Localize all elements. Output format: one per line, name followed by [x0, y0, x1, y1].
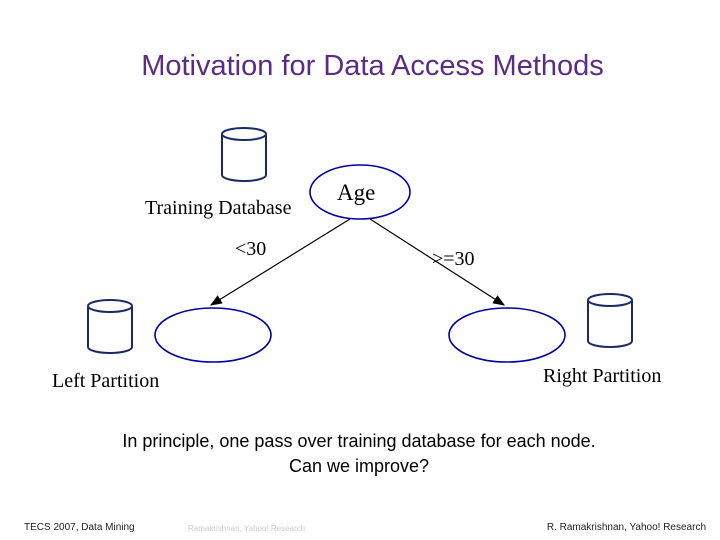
right-partition-label: Right Partition — [543, 365, 662, 387]
left-partition-database-icon — [87, 299, 133, 354]
body-line-2: Can we improve? — [288, 456, 430, 476]
left-child-node — [154, 307, 272, 363]
right-edge-arrow — [369, 218, 506, 306]
body-text: In principle, one pass over training dat… — [0, 429, 718, 479]
slide-title: Motivation for Data Access Methods — [141, 50, 604, 82]
right-edge-label: >=30 — [432, 248, 475, 270]
body-line-1: In principle, one pass over training dat… — [122, 431, 596, 451]
training-database-label: Training Database — [145, 197, 292, 219]
left-edge-arrow — [209, 218, 351, 306]
left-edge-label: <30 — [235, 238, 267, 260]
training-database-icon — [221, 127, 267, 182]
footer-right: R. Ramakrishnan, Yahoo! Research — [546, 522, 706, 533]
right-child-node — [448, 307, 566, 363]
left-partition-label: Left Partition — [52, 370, 160, 392]
footer-left: TECS 2007, Data Mining — [24, 522, 135, 533]
right-partition-database-icon — [587, 293, 633, 348]
root-node-label: Age — [337, 180, 376, 205]
footer-watermark: Ramakrishnan, Yahoo! Research — [188, 524, 306, 533]
root-node — [309, 164, 411, 220]
